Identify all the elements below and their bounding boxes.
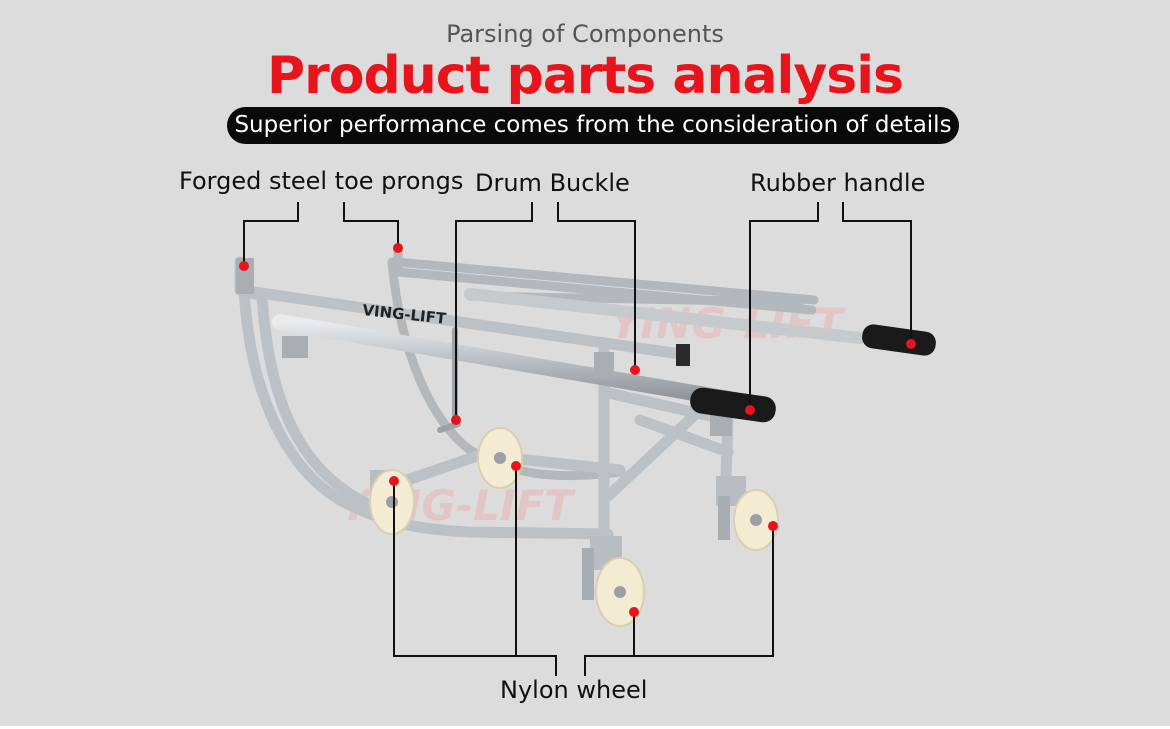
label-toe-prongs: Forged steel toe prongs — [179, 167, 464, 195]
label-rubber-handle: Rubber handle — [750, 169, 926, 197]
marker-dot — [745, 405, 755, 415]
marker-dot — [389, 476, 399, 486]
rubber-handle-front — [690, 387, 776, 423]
mount-plates — [236, 258, 732, 436]
callout-markers — [239, 243, 916, 617]
leader-toe-prong-right — [343, 202, 399, 246]
marker-dot — [906, 339, 916, 349]
leader-buckle-right — [557, 202, 636, 368]
leader-toe-prong-left — [243, 202, 299, 264]
leader-lines — [243, 202, 912, 676]
tagline-banner: Superior performance comes from the cons… — [227, 107, 959, 144]
label-nylon-wheel: Nylon wheel — [500, 676, 648, 704]
page-title: Product parts analysis — [266, 46, 904, 106]
marker-dot — [768, 521, 778, 531]
marker-dot — [393, 243, 403, 253]
marker-dot — [239, 261, 249, 271]
section-subtitle: Parsing of Components — [446, 20, 724, 48]
caster-rear-right — [716, 476, 779, 551]
caster-rear-left — [477, 427, 523, 489]
cross-rails — [272, 288, 866, 408]
leader-wheel-1 — [393, 480, 557, 676]
marker-dot — [629, 607, 639, 617]
rubber-handle-rear — [862, 324, 936, 356]
leader-handle-right — [842, 202, 912, 344]
marker-dot — [451, 415, 461, 425]
marker-dot — [511, 461, 521, 471]
marker-dot — [630, 365, 640, 375]
leader-buckle-left — [455, 202, 533, 420]
leader-handle-left — [749, 202, 819, 410]
label-drum-buckle: Drum Buckle — [475, 169, 630, 197]
leader-wheel-4 — [584, 526, 774, 676]
